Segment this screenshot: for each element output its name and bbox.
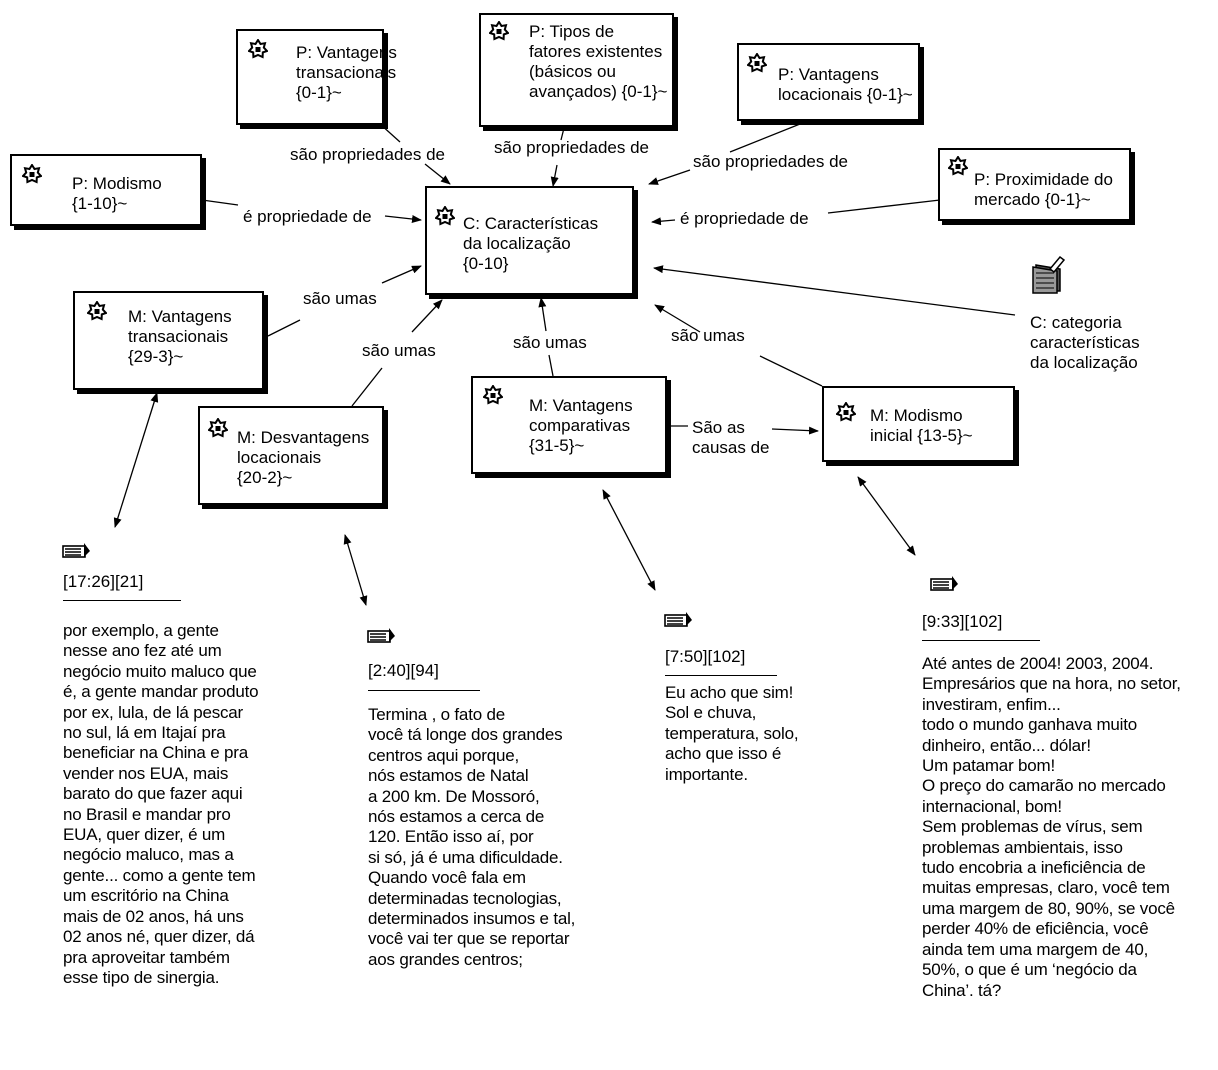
- quote-link-4: [857, 476, 916, 556]
- node-modismo-p[interactable]: P: Modismo {1-10}~: [10, 154, 202, 226]
- node-tipos-fatores[interactable]: P: Tipos de fatores existentes (básicos …: [479, 13, 674, 127]
- quotation-icon: [930, 576, 958, 591]
- link-label-e-propriedade-de: é propriedade de: [680, 209, 809, 228]
- node-label: M: Vantagens comparativas {31-5}~: [529, 396, 633, 455]
- link-label-sao-umas: são umas: [671, 326, 745, 345]
- quote-text: Termina , o fato de você tá longe dos gr…: [368, 705, 576, 969]
- edge-vantagens-transacionais-p-a: [379, 123, 401, 143]
- quote-divider: [368, 690, 480, 691]
- link-label-e-propriedade-de: é propriedade de: [243, 207, 372, 226]
- quote-divider: [63, 600, 181, 601]
- quote-reference: [2:40][94]: [368, 661, 439, 680]
- link-label-sao-propriedades-de: são propriedades de: [290, 145, 446, 164]
- node-label: M: Modismo inicial {13-5}~: [870, 406, 973, 445]
- edge-modismo-p-b: [384, 215, 422, 223]
- node-label: P: Modismo {1-10}~: [72, 174, 162, 213]
- code-node-icon: [22, 164, 42, 184]
- edge-desvantagens-b: [411, 299, 443, 333]
- edge-proximidade-a: [827, 199, 941, 214]
- edge-modismo-inicial-b: [654, 304, 701, 333]
- edge-modismo-inicial-a: [759, 355, 823, 387]
- quote-link-2: [343, 534, 368, 606]
- edge-modismo-p-a: [201, 199, 239, 206]
- link-label-sao-umas: são umas: [362, 341, 436, 360]
- node-label: P: Proximidade do mercado {0-1}~: [974, 170, 1113, 209]
- code-node-icon: [489, 21, 509, 41]
- node-proximidade-mercado[interactable]: P: Proximidade do mercado {0-1}~: [938, 148, 1131, 221]
- edge-vantagens-transacionais-m-a: [267, 319, 301, 337]
- node-label: M: Vantagens transacionais {29-3}~: [128, 307, 232, 366]
- link-label-sao-propriedades-de: são propriedades de: [693, 152, 849, 171]
- node-caracteristicas-localizacao[interactable]: C: Características da localização {0-10}: [425, 186, 634, 295]
- quote-link-1: [113, 392, 159, 528]
- edge-causas-b: [771, 426, 819, 435]
- quote-reference: [17:26][21]: [63, 572, 144, 591]
- link-label-sao-umas: são umas: [513, 333, 587, 352]
- category-label: C: categoria características da localiza…: [1030, 313, 1140, 372]
- quote-text: Eu acho que sim! Sol e chuva, temperatur…: [665, 683, 799, 784]
- quote-reference: [9:33][102]: [922, 612, 1003, 631]
- node-label: C: Características da localização {0-10}: [463, 214, 599, 273]
- edge-category: [653, 265, 1016, 316]
- quote-link-3: [602, 489, 656, 591]
- node-label: P: Vantagens transacionais {0-1}~: [296, 43, 397, 102]
- code-node-icon: [248, 39, 268, 59]
- quote-divider: [665, 675, 777, 676]
- quote-divider: [922, 640, 1040, 641]
- code-node-icon: [435, 206, 455, 226]
- category-folder-icon: [1032, 255, 1066, 294]
- code-node-icon: [948, 156, 968, 176]
- node-vantagens-transacionais-m[interactable]: M: Vantagens transacionais {29-3}~: [73, 291, 264, 390]
- node-vantagens-locacionais-p[interactable]: P: Vantagens locacionais {0-1}~: [737, 43, 920, 121]
- quote-text: Até antes de 2004! 2003, 2004. Empresári…: [922, 654, 1181, 1000]
- edge-vantagens-comparativas-a: [548, 354, 554, 377]
- quotation-icon: [664, 612, 692, 627]
- edge-vantagens-locacionais-p-b: [648, 169, 691, 185]
- code-node-icon: [836, 402, 856, 422]
- edge-proximidade-b: [651, 217, 676, 226]
- code-node-icon: [87, 301, 107, 321]
- node-vantagens-transacionais-p[interactable]: P: Vantagens transacionais {0-1}~: [236, 29, 397, 125]
- quote-reference: [7:50][102]: [665, 647, 746, 666]
- edge-vantagens-comparativas-b: [538, 297, 547, 332]
- node-modismo-inicial[interactable]: M: Modismo inicial {13-5}~: [822, 386, 1015, 462]
- node-desvantagens-locacionais[interactable]: M: Desvantagens locacionais {20-2}~: [198, 406, 384, 505]
- node-vantagens-comparativas[interactable]: M: Vantagens comparativas {31-5}~: [471, 376, 667, 474]
- quote-text: por exemplo, a gente nesse ano fez até u…: [63, 621, 259, 987]
- link-label-sao-propriedades-de: são propriedades de: [494, 138, 650, 157]
- node-label: P: Tipos de fatores existentes (básicos …: [529, 22, 668, 101]
- edge-vantagens-transacionais-p-b: [424, 163, 451, 185]
- code-node-icon: [208, 418, 228, 438]
- code-node-icon: [747, 53, 767, 73]
- quotation-icon: [62, 543, 90, 558]
- edge-vantagens-locacionais-p-a: [729, 123, 801, 153]
- node-label: P: Vantagens locacionais {0-1}~: [778, 65, 913, 104]
- edge-tipos-fatores-b: [550, 164, 559, 187]
- link-label-sao-umas: são umas: [303, 289, 377, 308]
- edge-desvantagens-a: [351, 367, 383, 407]
- quotation-icon: [367, 628, 395, 643]
- edge-vantagens-transacionais-m-b: [381, 265, 422, 284]
- link-label-sao-as-causas-de: São as causas de: [692, 418, 770, 457]
- node-label: M: Desvantagens locacionais {20-2}~: [237, 428, 370, 487]
- code-node-icon: [483, 385, 503, 405]
